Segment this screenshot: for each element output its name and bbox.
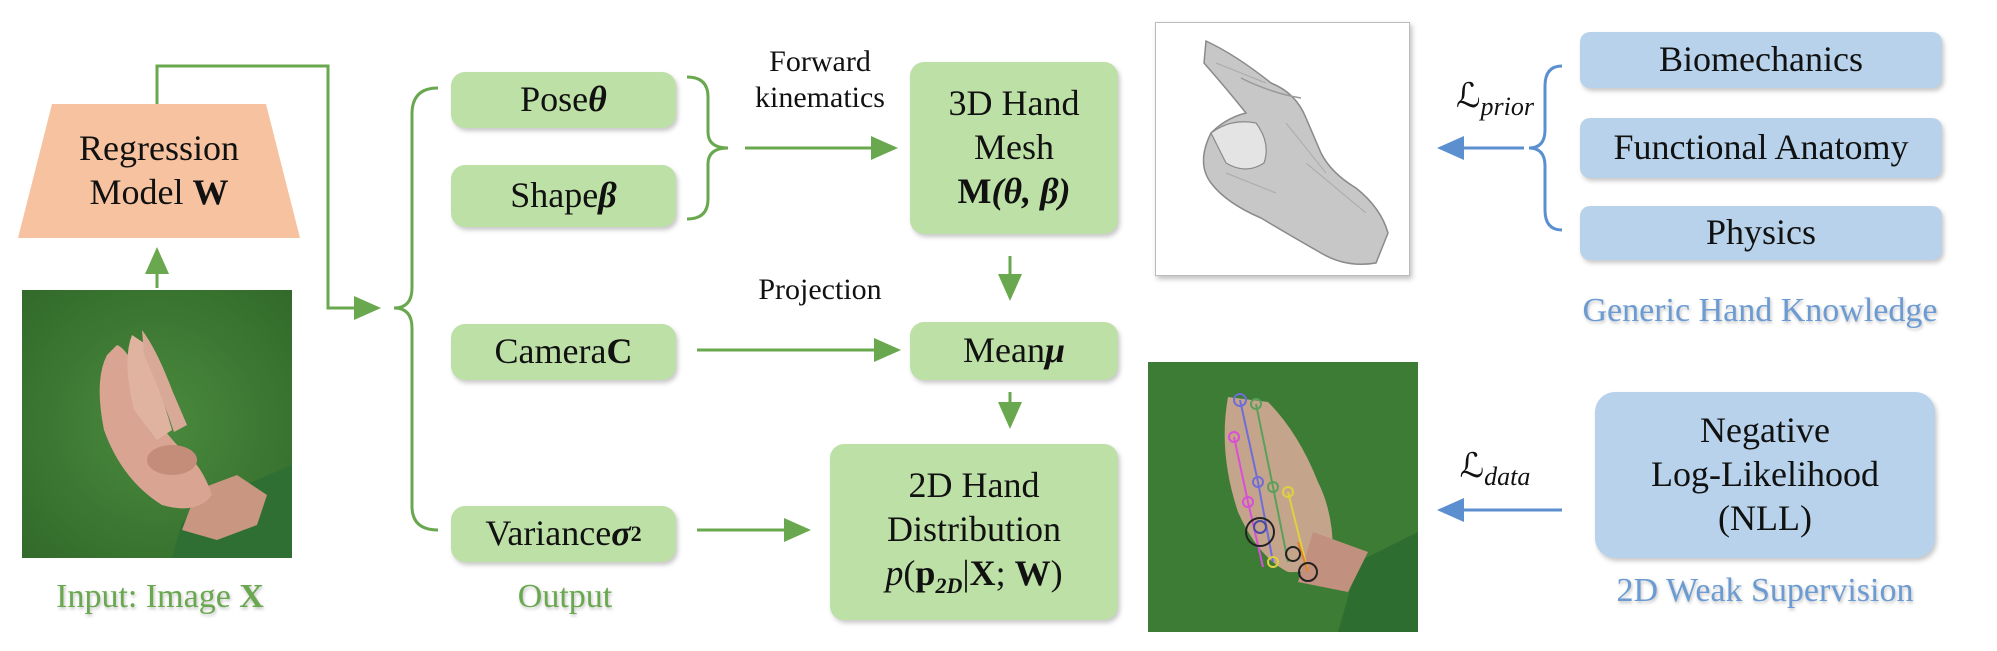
loss-data-script: ℒ bbox=[1459, 448, 1485, 485]
output-brace bbox=[393, 86, 439, 532]
output-caption: Output bbox=[517, 578, 613, 615]
camera-symbol: C bbox=[606, 331, 633, 372]
loss-data-label: ℒdata bbox=[1425, 446, 1565, 492]
hand-photo-illustration bbox=[22, 290, 292, 558]
distribution-line1: 2D Hand bbox=[908, 465, 1040, 506]
mean-box: Mean μ bbox=[910, 322, 1118, 380]
knowledge-brace bbox=[1528, 64, 1563, 232]
distribution-formula-given: | bbox=[962, 552, 970, 593]
knowledge-caption: Generic Hand Knowledge bbox=[1582, 292, 1938, 329]
loss-data-subscript: data bbox=[1484, 461, 1531, 491]
input-caption: Input: Image X bbox=[0, 578, 320, 616]
shape-symbol: β bbox=[598, 175, 617, 216]
mesh-formula-args: (θ, β) bbox=[991, 170, 1071, 211]
pose-shape-brace bbox=[686, 75, 729, 221]
loss-prior-subscript: prior bbox=[1480, 91, 1534, 121]
arrow-model-to-outputs bbox=[155, 64, 381, 320]
regression-model-label: Model bbox=[89, 172, 193, 212]
input-caption-text: Input: Image bbox=[56, 578, 240, 615]
shape-label: Shape bbox=[510, 175, 599, 216]
pose-box: Pose θ bbox=[451, 72, 676, 128]
nll-line2: Log-Likelihood bbox=[1651, 454, 1879, 495]
projection-label: Projection bbox=[758, 273, 882, 306]
input-hand-photo bbox=[22, 290, 292, 558]
nll-line3: (NLL) bbox=[1718, 497, 1812, 538]
pose-label: Pose bbox=[520, 79, 589, 120]
nll-line1: Negative bbox=[1700, 410, 1830, 451]
loss-prior-script: ℒ bbox=[1456, 78, 1481, 115]
shape-box: Shape β bbox=[451, 165, 676, 227]
regression-model-line2: Model W bbox=[90, 171, 229, 215]
knowledge-item-functional-anatomy: Functional Anatomy bbox=[1580, 118, 1942, 178]
distribution-formula-close: ) bbox=[1050, 552, 1063, 593]
mesh-formula-f: M bbox=[957, 170, 992, 211]
distribution-formula-semi: ; bbox=[995, 552, 1015, 593]
mesh-formula: M(θ, β) bbox=[957, 170, 1070, 214]
distribution-box: 2D Hand Distribution p(p2D|X; W) bbox=[830, 444, 1118, 620]
distribution-formula: p(p2D|X; W) bbox=[885, 552, 1062, 600]
camera-box: Camera C bbox=[451, 324, 676, 380]
forward-kinematics-line2: kinematics bbox=[755, 81, 885, 114]
mean-label: Mean bbox=[963, 330, 1045, 371]
nll-box: Negative Log-Likelihood (NLL) bbox=[1595, 392, 1935, 558]
pose-symbol: θ bbox=[588, 79, 607, 120]
loss-prior-label: ℒprior bbox=[1425, 76, 1565, 122]
distribution-formula-pvar: p bbox=[915, 552, 936, 593]
mesh-render-illustration bbox=[1202, 39, 1389, 265]
hand-mesh-render bbox=[1155, 22, 1410, 276]
variance-label: Variance bbox=[485, 513, 612, 554]
camera-label: Camera bbox=[494, 331, 607, 372]
regression-model-line1: Regression bbox=[79, 128, 239, 169]
distribution-line2: Distribution bbox=[886, 508, 1061, 549]
input-caption-symbol: X bbox=[239, 578, 264, 615]
regression-model-symbol: W bbox=[192, 172, 229, 212]
keypoint-photo bbox=[1148, 362, 1418, 632]
regression-model: Regression Model W bbox=[18, 104, 300, 238]
keypoint-illustration bbox=[1148, 362, 1418, 632]
mesh-box: 3D Hand Mesh M(θ, β) bbox=[910, 62, 1118, 234]
forward-kinematics-label: Forward kinematics bbox=[730, 44, 910, 116]
mesh-line1: 3D Hand bbox=[948, 83, 1080, 124]
distribution-formula-x: X bbox=[969, 552, 996, 593]
mean-symbol: μ bbox=[1044, 330, 1065, 371]
distribution-formula-sub: 2D bbox=[935, 573, 963, 599]
variance-symbol: σ bbox=[611, 513, 631, 554]
regression-model-shape bbox=[18, 104, 300, 238]
distribution-formula-p: p bbox=[885, 552, 904, 593]
distribution-formula-open: ( bbox=[903, 552, 916, 593]
mesh-line2: Mesh bbox=[974, 127, 1054, 168]
distribution-formula-w: W bbox=[1014, 552, 1051, 593]
variance-superscript: 2 bbox=[630, 520, 642, 546]
forward-kinematics-line1: Forward bbox=[769, 45, 871, 78]
knowledge-item-biomechanics: Biomechanics bbox=[1580, 32, 1942, 88]
knowledge-item-physics: Physics bbox=[1580, 206, 1942, 260]
weak-supervision-caption: 2D Weak Supervision bbox=[1616, 572, 1914, 609]
